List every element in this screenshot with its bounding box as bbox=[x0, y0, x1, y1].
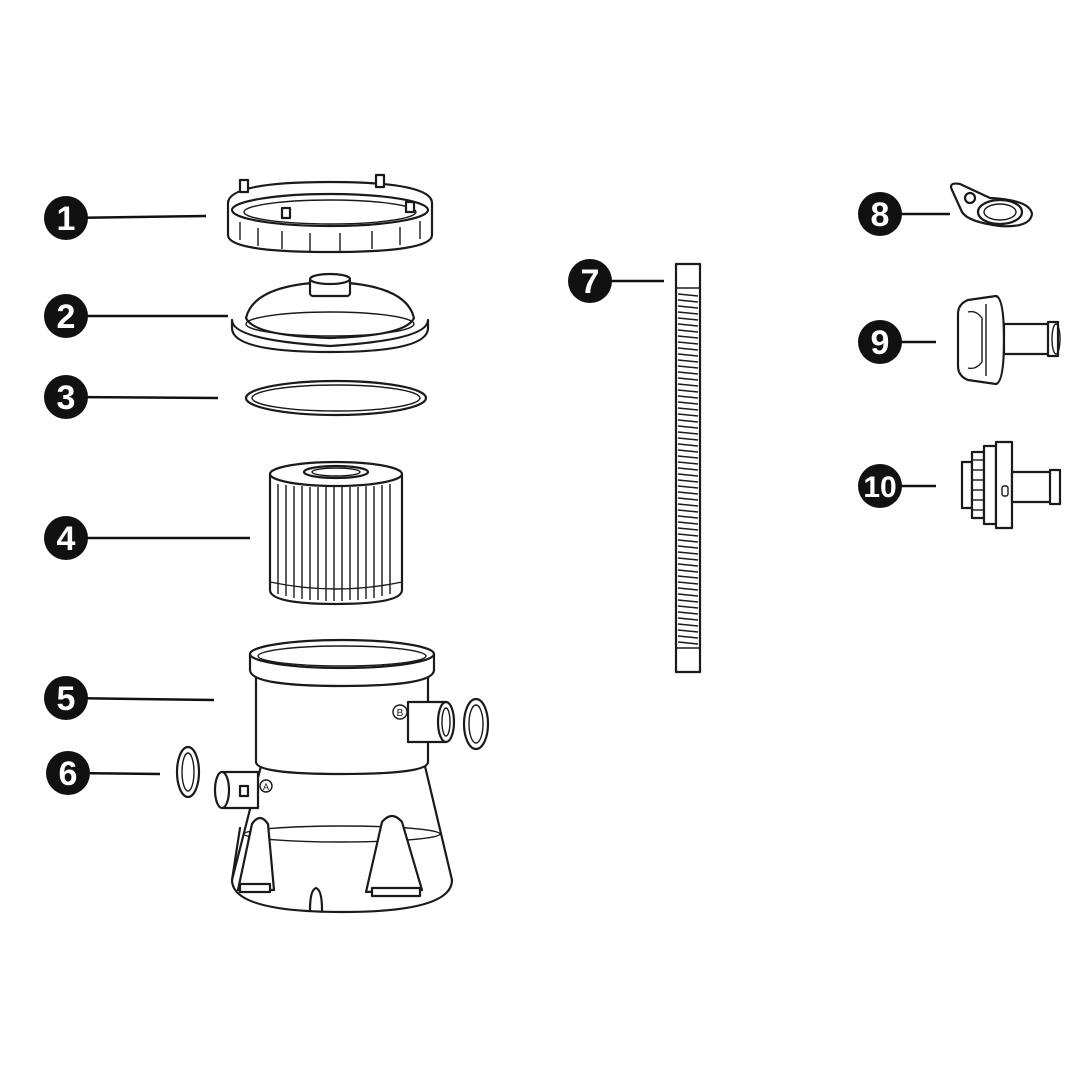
hose-rib bbox=[677, 413, 699, 417]
hose-rib bbox=[677, 629, 699, 633]
hose-rib bbox=[677, 473, 699, 477]
callout-9: 9 bbox=[858, 320, 902, 364]
outlet-b-marking: B bbox=[397, 708, 404, 719]
hose-rib bbox=[677, 605, 699, 609]
hose-rib bbox=[677, 641, 699, 645]
hose-rib bbox=[677, 377, 699, 381]
leader-1 bbox=[65, 214, 207, 220]
inlet-a-marking: A bbox=[263, 782, 269, 792]
hose-rib bbox=[677, 479, 699, 483]
hose-rib bbox=[677, 311, 699, 315]
hose-rib bbox=[677, 299, 699, 303]
hose-rib bbox=[677, 485, 699, 489]
hose-rib bbox=[677, 545, 699, 549]
callout-5: 5 bbox=[44, 676, 88, 720]
hose-rib bbox=[677, 503, 699, 507]
hose-rib bbox=[677, 359, 699, 363]
callout-7: 7 bbox=[568, 259, 612, 303]
svg-text:1: 1 bbox=[57, 200, 76, 238]
svg-text:2: 2 bbox=[57, 298, 76, 336]
hose-rib bbox=[677, 635, 699, 639]
hose-rib bbox=[677, 365, 699, 369]
hose-rib bbox=[677, 323, 699, 327]
hose-rib bbox=[677, 341, 699, 345]
hose-rib bbox=[677, 437, 699, 441]
svg-text:8: 8 bbox=[871, 196, 890, 234]
svg-text:4: 4 bbox=[57, 520, 76, 558]
hose-rib bbox=[677, 431, 699, 435]
callout-2: 2 bbox=[44, 294, 88, 338]
callout-8: 8 bbox=[858, 192, 902, 236]
hose-rib bbox=[677, 353, 699, 357]
hose-rib bbox=[677, 425, 699, 429]
hose-rib bbox=[677, 335, 699, 339]
hose-rib bbox=[677, 419, 699, 423]
hose-rib bbox=[677, 617, 699, 621]
hose-rib bbox=[677, 389, 699, 393]
svg-text:7: 7 bbox=[581, 263, 600, 301]
callout-3: 3 bbox=[44, 375, 88, 419]
hose-rib bbox=[677, 347, 699, 351]
leader-3 bbox=[65, 395, 219, 400]
hose-rib bbox=[677, 383, 699, 387]
hose-rib bbox=[677, 329, 699, 333]
hose-rib bbox=[677, 557, 699, 561]
svg-text:9: 9 bbox=[871, 324, 890, 362]
part-4-filter-cartridge bbox=[268, 460, 404, 606]
hose-rib bbox=[677, 443, 699, 447]
hose-rib bbox=[677, 293, 699, 297]
hose-rib bbox=[677, 407, 699, 411]
hose-rib bbox=[677, 305, 699, 309]
svg-text:3: 3 bbox=[57, 379, 76, 417]
hose-rib bbox=[677, 581, 699, 585]
part-10-inlet-connector bbox=[960, 440, 1062, 530]
hose-rib bbox=[677, 599, 699, 603]
hose-rib bbox=[677, 491, 699, 495]
svg-text:6: 6 bbox=[59, 755, 78, 793]
leader-lines bbox=[65, 212, 950, 776]
part-5-filter-housing: B A bbox=[213, 638, 456, 914]
part-6-hose-o-rings bbox=[175, 697, 490, 799]
callout-1: 1 bbox=[44, 196, 88, 240]
hose-rib bbox=[677, 449, 699, 453]
hose-rib bbox=[677, 593, 699, 597]
hose-rib bbox=[677, 497, 699, 501]
hose-rib bbox=[677, 551, 699, 555]
hose-rib bbox=[677, 539, 699, 543]
callout-10: 10 bbox=[858, 464, 902, 508]
hose-rib bbox=[677, 521, 699, 525]
svg-text:5: 5 bbox=[57, 680, 76, 718]
hose-rib bbox=[677, 401, 699, 405]
hose-rib bbox=[677, 455, 699, 459]
hose-rib bbox=[677, 623, 699, 627]
part-7-hose bbox=[674, 262, 702, 674]
callout-6: 6 bbox=[46, 751, 90, 795]
svg-text:10: 10 bbox=[863, 471, 896, 504]
part-3-o-ring bbox=[244, 379, 428, 417]
hose-rib bbox=[677, 317, 699, 321]
hose-rib bbox=[677, 515, 699, 519]
part-2-filter-lid bbox=[230, 272, 430, 354]
hose-rib bbox=[677, 467, 699, 471]
part-1-lock-ring bbox=[226, 173, 434, 254]
hose-rib bbox=[677, 575, 699, 579]
hose-rib bbox=[677, 611, 699, 615]
hose-rib bbox=[677, 509, 699, 513]
leader-5 bbox=[65, 696, 215, 702]
hose-rib bbox=[677, 395, 699, 399]
callout-4: 4 bbox=[44, 516, 88, 560]
hose-rib bbox=[677, 527, 699, 531]
hose-rib bbox=[677, 461, 699, 465]
part-8-hose-clamp bbox=[949, 182, 1034, 228]
hose-rib bbox=[677, 587, 699, 591]
part-9-strainer-connector bbox=[956, 294, 1061, 386]
hose-rib bbox=[677, 533, 699, 537]
hose-rib bbox=[677, 371, 699, 375]
hose-rib bbox=[677, 569, 699, 573]
hose-rib bbox=[677, 563, 699, 567]
